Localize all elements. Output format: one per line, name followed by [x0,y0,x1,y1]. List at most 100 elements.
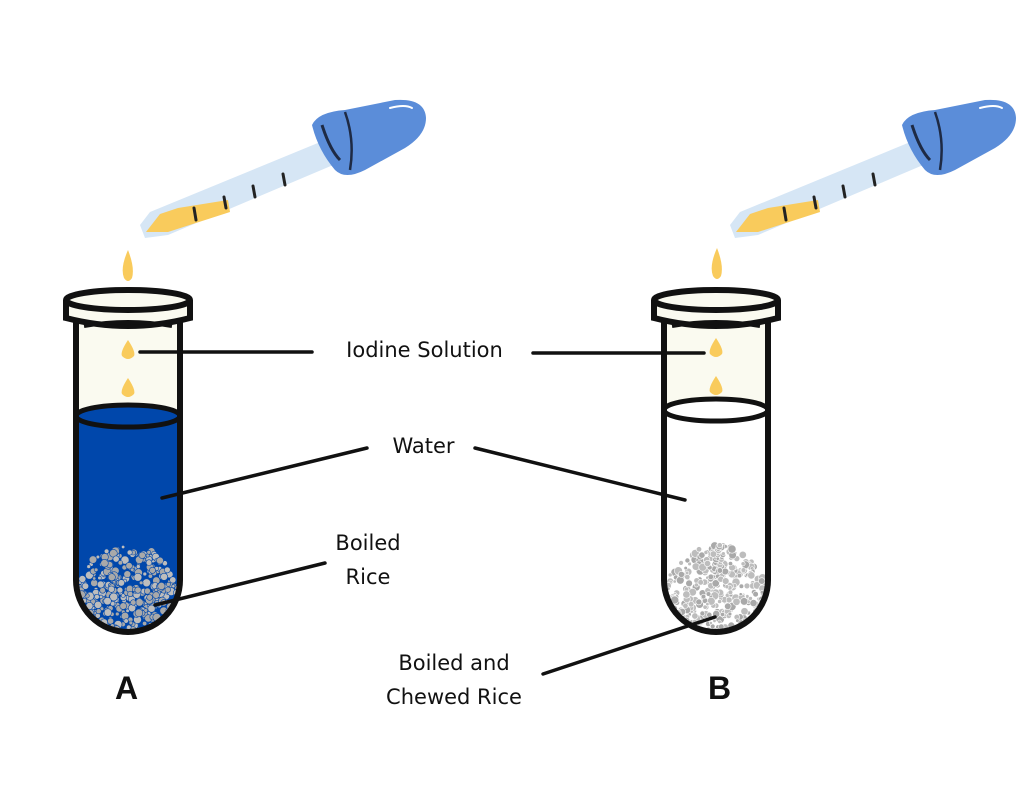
rice-grain [752,591,759,598]
rice-grain [711,635,715,639]
rice-grain [747,571,756,580]
rice-grain [108,634,114,640]
rice-grain [89,624,98,632]
rice-grain [723,639,727,643]
rice-grain [709,621,713,625]
rice-grain [86,564,91,569]
rice-grain [119,635,127,643]
rice-grain [154,587,159,592]
rice-grain [106,636,110,640]
rice-grain [708,639,714,645]
iodine-drop-b2 [709,376,723,395]
rice-grain [667,572,673,578]
rice-grain [684,557,691,564]
rice-grain [703,559,711,567]
rice-grain [149,636,155,642]
rice-grain [157,581,166,590]
label-iodine-solution: Iodine Solution [346,338,503,362]
rice-grain [740,607,749,616]
rice-grain [138,551,146,559]
rice-grain [81,582,89,590]
rice-grain [118,636,125,643]
tube-label-b: B [708,670,732,706]
rice-grains-b [664,541,768,646]
rice-grain [716,635,723,642]
rice-grain [705,591,712,597]
rice-grain [712,618,717,623]
rice-grain [121,642,124,645]
rice-grain [122,641,126,645]
rice-grain [145,559,153,566]
rice-grain [724,602,732,610]
rice-grain [699,639,706,646]
rice-grain [687,630,694,632]
rice-grain [740,561,746,567]
rice-grain [133,572,143,582]
rice-grain [126,549,133,556]
rice-grain [96,580,105,589]
rice-grain [98,594,104,600]
rice-grain [716,567,724,574]
rice-grain [727,544,737,554]
rice-grain [738,550,747,559]
rice-grain [707,573,714,581]
rice-grain [144,634,147,637]
rice-grain [695,598,703,606]
rice-grain [149,566,156,574]
rice-grain [130,599,137,606]
rice-grain [134,608,144,618]
rice-grain [127,637,131,641]
rice-grain [109,592,118,602]
rice-grain [134,586,142,594]
rice-grain [715,556,720,561]
label-boiled-rice-line1: Boiled [335,531,401,555]
rice-grain [727,611,733,617]
rice-grain [129,639,135,645]
rice-grain [129,641,133,645]
rice-grain [97,575,102,581]
rice-grain [717,619,722,624]
leader-water-a [160,446,369,500]
leader-rice-b [541,615,717,676]
rice-grain [743,582,751,590]
rice-grain [711,579,720,588]
rice-grain [78,575,87,583]
rice-grain [123,635,127,639]
rice-grain [740,567,747,573]
rice-grain [740,628,750,632]
label-water: Water [392,434,455,458]
rice-grain [710,635,715,640]
rice-grain [147,604,156,613]
rice-grain [709,635,717,643]
rice-grain [92,576,97,581]
rice-grain [146,630,153,632]
rice-grain [727,589,734,596]
rice-grain [721,636,728,643]
rice-grain [736,633,743,640]
rice-grain [685,579,693,587]
rice-grain [721,551,726,556]
rice-grain [128,620,134,626]
rice-grain [716,542,723,549]
rice-grain [721,577,730,585]
rice-grain [739,597,749,606]
rice-grain [700,593,707,600]
rice-grain [678,571,685,578]
rice-grain [144,638,148,642]
rice-grain [758,577,766,585]
rice-grain [149,631,158,632]
rice-grain [117,639,124,646]
dropper-iodine-fill [146,200,230,232]
rice-grain [107,585,115,593]
rice-grain [682,602,689,609]
rice-grain [738,592,743,597]
rice-grain [120,555,130,565]
iodine-drop-a2 [121,378,135,397]
rice-grain [724,584,730,590]
rice-grain [727,561,733,567]
rice-grain [694,582,699,588]
rice-grain [125,562,133,570]
rice-grain [738,583,745,589]
rice-grain [165,581,171,587]
